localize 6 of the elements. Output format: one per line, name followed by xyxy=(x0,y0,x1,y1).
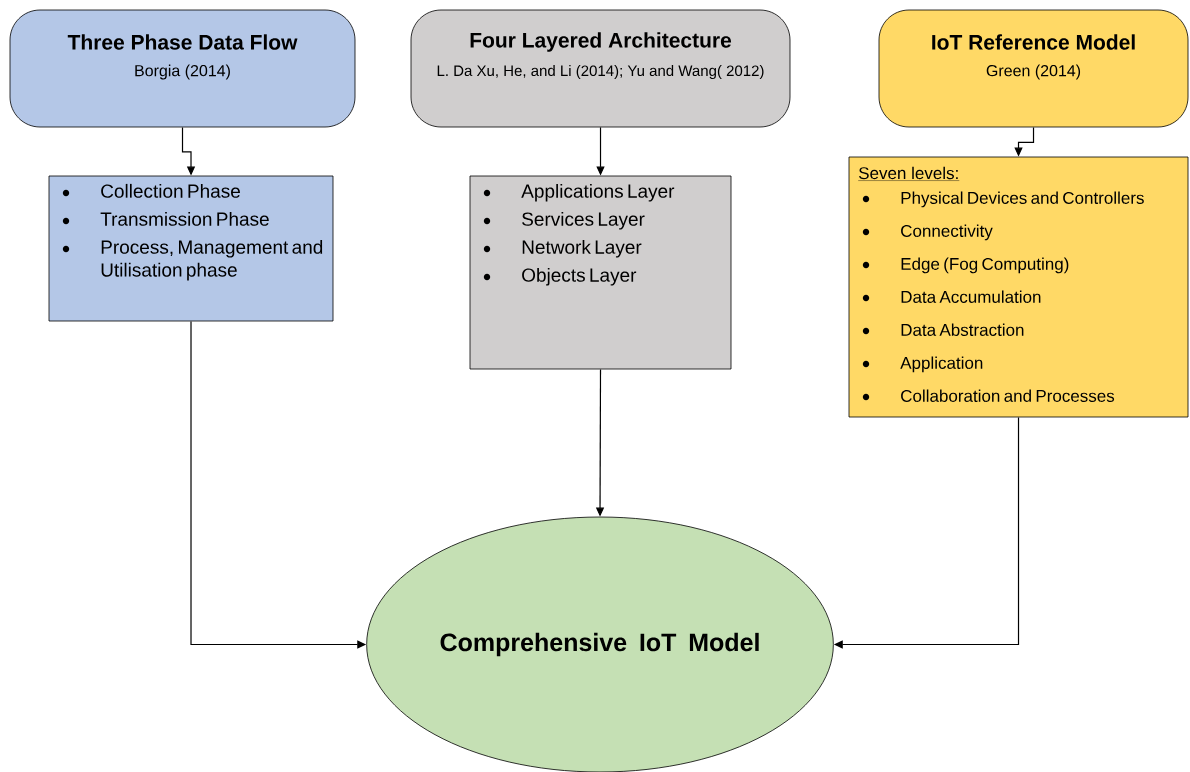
list-box: Seven levels: Physical Devices and Controllers Connectivity Edge (Fog Computing) Data Accumulation Data Abstraction Application Collaboration and Processes xyxy=(848,156,1189,418)
list-box: Collection Phase Transmission Phase Process, Management and Utilisation phase xyxy=(48,175,334,322)
title-box: Four Layered Architecture L. Da Xu, He, and Li (2014); Yu and Wang( 2012) xyxy=(410,9,791,128)
title-box: Three Phase Data Flow Borgia (2014) xyxy=(9,9,356,128)
title-box: IoT Reference Model Green (2014) xyxy=(878,9,1189,128)
list-box: Applications Layer Services Layer Network Layer Objects Layer xyxy=(469,175,732,370)
